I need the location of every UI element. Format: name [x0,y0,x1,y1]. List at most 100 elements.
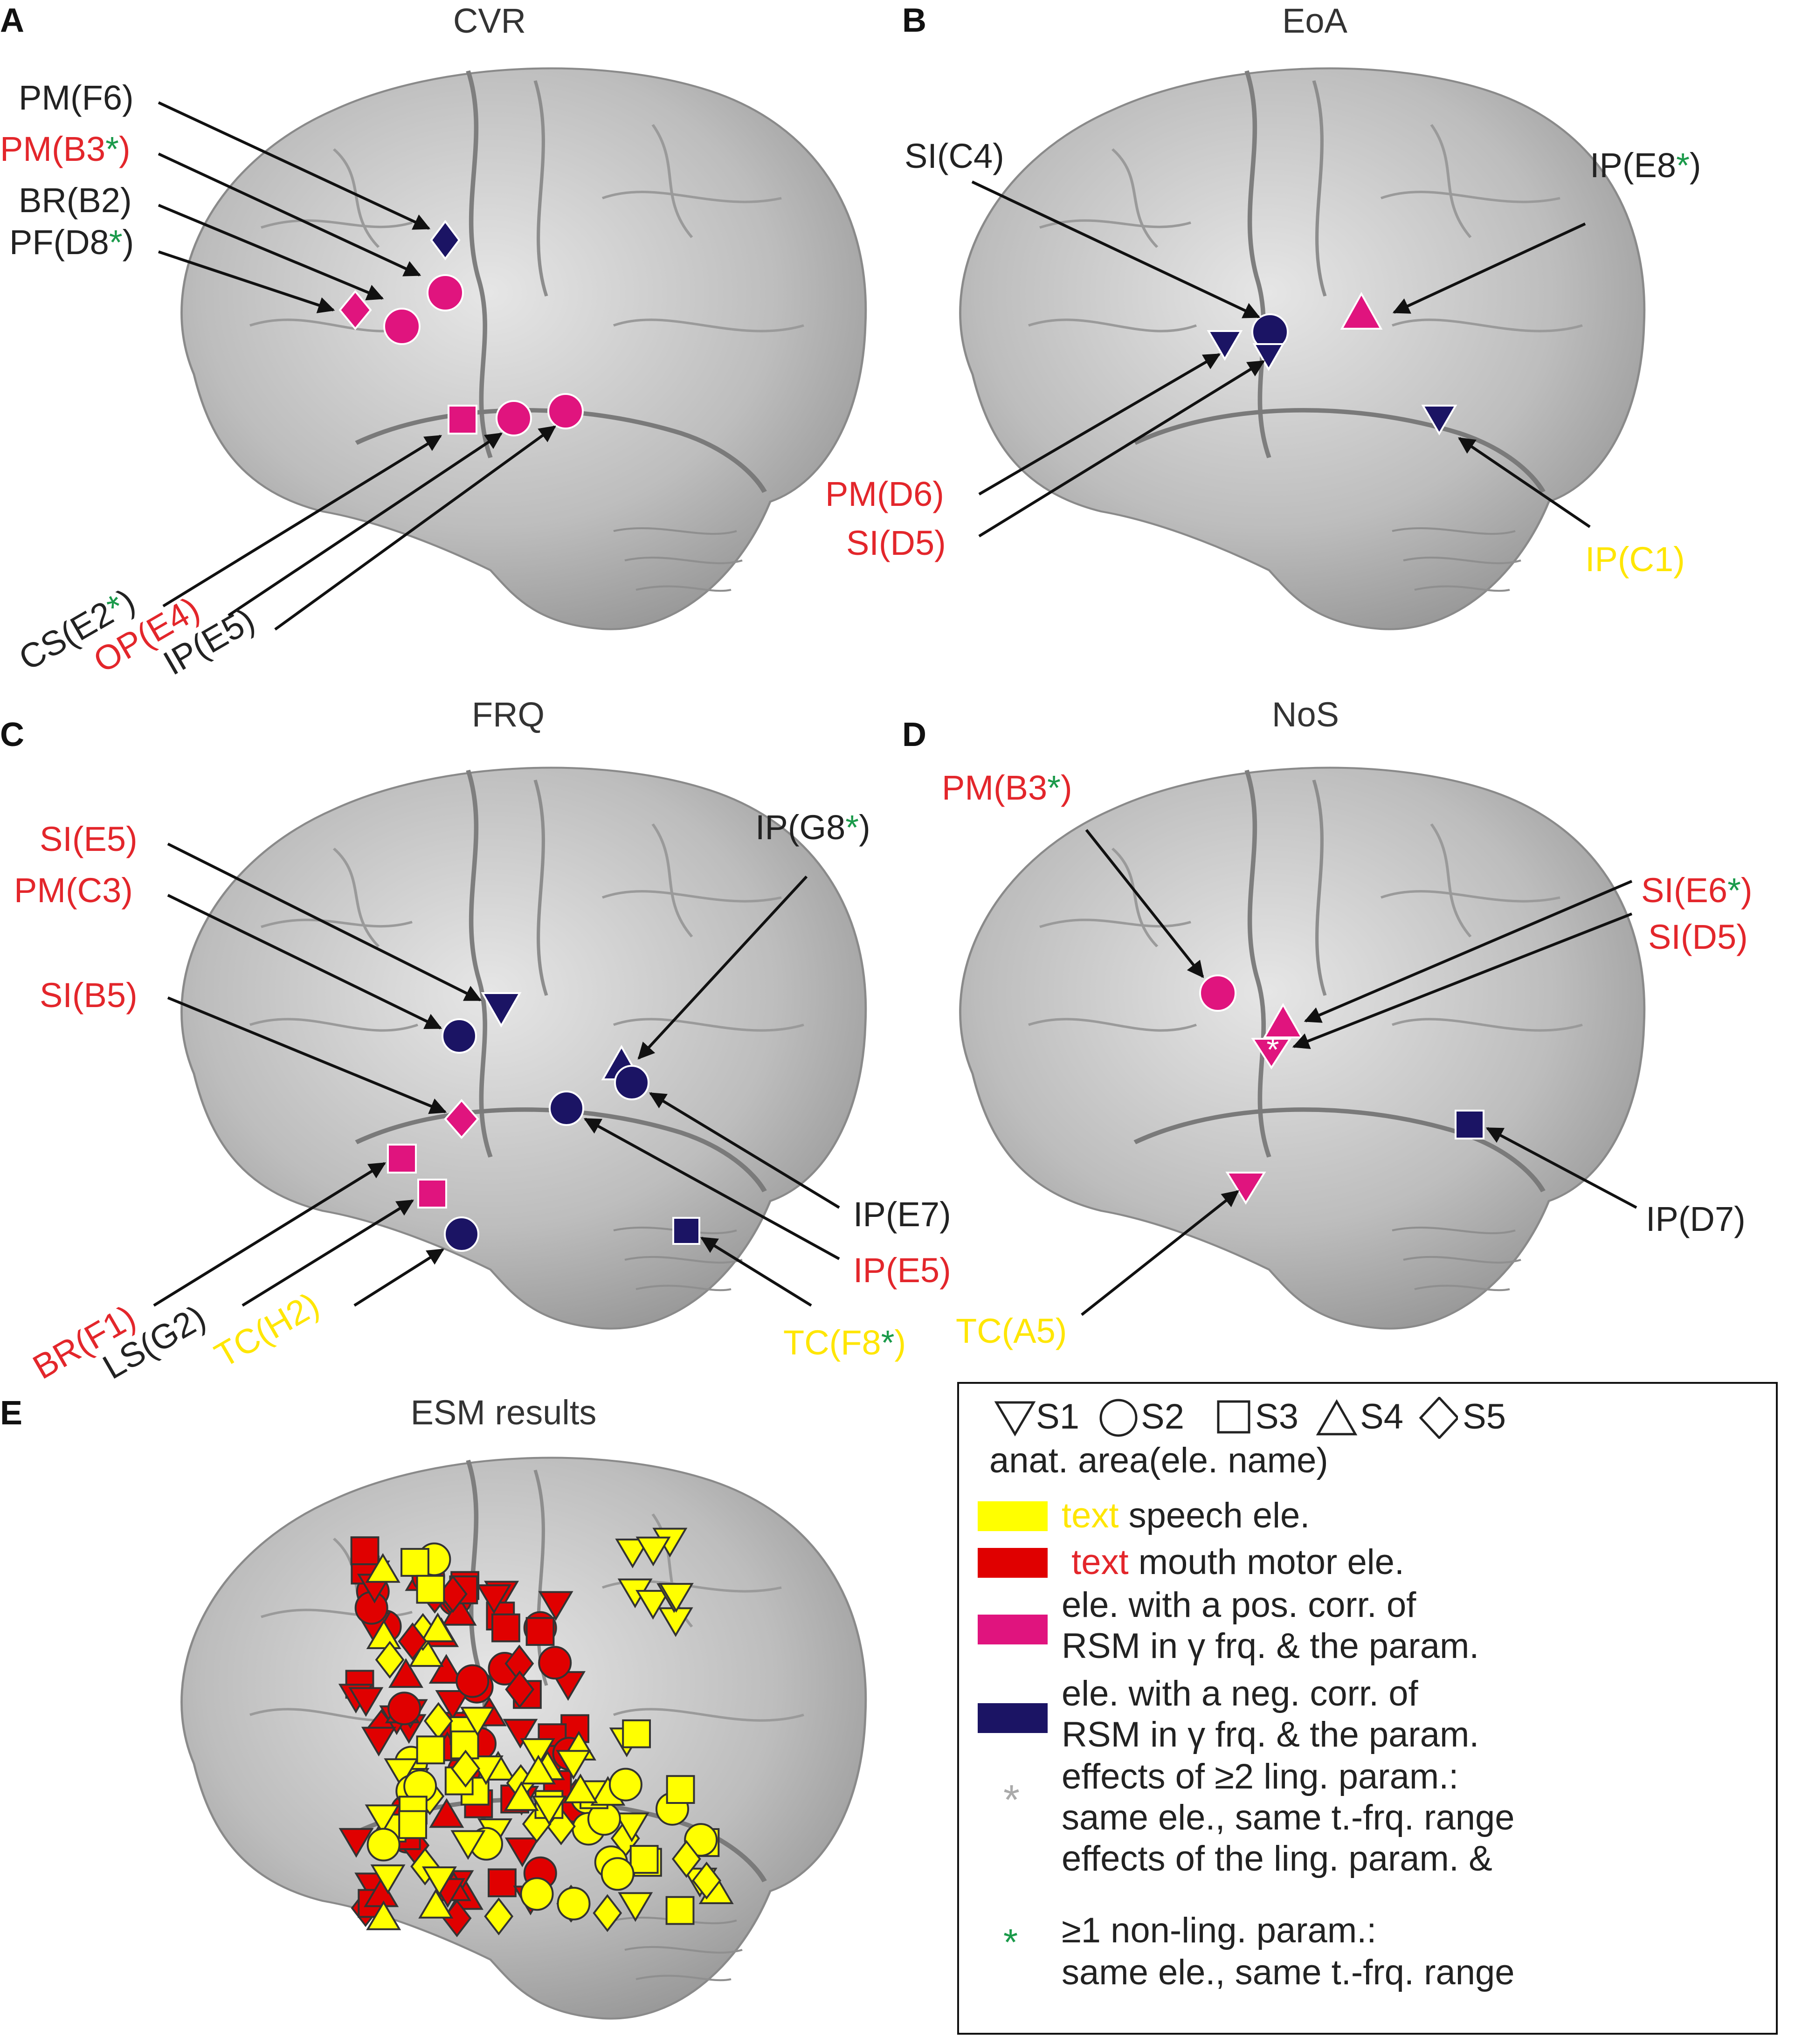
label: PF(D8*) [9,223,134,262]
arrow [167,894,442,1029]
circle-icon [1099,1399,1138,1437]
arrow [1292,912,1633,1049]
arrow [649,1092,840,1209]
esm-marker [387,1692,421,1726]
esm-marker [525,1617,555,1646]
brain-image-A [182,69,866,629]
diamond-icon [1419,1397,1458,1439]
arrow [158,204,384,301]
brain-image-B [960,69,1644,629]
label: IP(E8*) [1590,146,1701,185]
esm-marker [618,1892,653,1922]
label: IP(C1) [1585,540,1685,579]
esm-markers [338,1527,734,1937]
esm-marker [538,1646,572,1680]
esm-marker [488,1868,517,1898]
marker-diamond-neg [430,220,461,261]
esm-marker [684,1823,718,1857]
panel-title-A: CVR [453,1,526,40]
esm-marker [557,1886,591,1920]
esm-marker [460,1706,495,1737]
esm-marker [503,1719,538,1749]
esm-marker [416,1735,445,1765]
esm-marker [384,1758,419,1788]
esm-marker [365,1804,400,1835]
label: BR(B2) [19,181,132,220]
speech-swatch [978,1501,1048,1531]
triangle-up-icon [1316,1399,1358,1436]
marker-circle-pos [383,308,421,345]
esm-marker [476,1584,512,1614]
subject-label-S4: S4 [1360,1397,1403,1436]
esm-marker [348,1687,384,1717]
esm-marker [388,1658,424,1688]
esm-marker [450,1730,479,1760]
panel-title-B: EoA [1282,1,1348,40]
marker-circle-neg [444,1216,479,1252]
label: PM(F6) [19,78,134,117]
legend-motor: text mouth motor ele. [1062,1542,1404,1582]
marker-diamond-pos [338,290,372,331]
esm-marker [366,1900,401,1930]
marker-tri-up-pos [1263,1002,1304,1038]
label: IP(E5) [853,1251,951,1290]
esm-marker [435,1690,470,1720]
multi-param-icon: * [1003,1777,1020,1823]
square-icon [1217,1400,1250,1434]
esm-marker [601,1857,635,1891]
panel-D-labels: PM(B3*) SI(E6*) SI(D5) IP(D7) TC(A5) [942,768,1753,1350]
arrow [1304,880,1633,1023]
esm-marker [520,1738,555,1768]
esm-marker [338,1828,374,1858]
arrow [978,360,1265,538]
marker-tri-down-neg [481,992,522,1028]
arrow [153,1162,387,1307]
panel-B-header: B EoA [902,1,1348,40]
label: SI(E6*) [1641,871,1753,910]
panel-C-header: C FRQ [0,695,545,753]
marker-square-neg [672,1217,700,1245]
panel-title-E: ESM results [411,1393,597,1432]
esm-marker [400,1548,429,1577]
marker-square-neg [1455,1110,1484,1139]
esm-marker [614,1812,649,1843]
esm-marker [375,1641,405,1679]
esm-marker [629,1845,659,1874]
panel-B-labels: SI(C4) IP(E8*) PM(D6) SI(D5) IP(C1) [825,137,1701,579]
legend-nonling-3: same ele., same t.-frq. range [1062,1953,1515,1992]
esm-marker [491,1613,520,1643]
legend-format: anat. area(ele. name) [989,1441,1328,1480]
marker-square-pos [387,1144,417,1174]
legend-speech: text speech ele. [1062,1496,1310,1536]
panel-title-D: NoS [1272,695,1339,734]
esm-marker [671,1840,701,1878]
subject-label-S1: S1 [1036,1397,1079,1436]
esm-marker [504,1781,539,1811]
arrow [1085,829,1204,978]
esm-marker [615,1539,650,1568]
label: SI(B5) [40,976,138,1015]
subject-label-S2: S2 [1141,1397,1184,1436]
esm-marker [450,1830,486,1860]
marker-tri-up-pos [1340,291,1383,330]
esm-marker [692,1861,721,1900]
marker-circle-neg [442,1018,477,1054]
esm-marker [532,1795,567,1826]
esm-marker [428,1654,464,1684]
arrow [1458,437,1591,528]
marker-diamond-pos [444,1098,479,1139]
esm-marker [420,1612,456,1643]
label: PM(D6) [825,475,944,513]
brain-image-C [182,768,866,1329]
esm-marker [366,1619,401,1650]
esm-marker [521,1754,556,1785]
panel-C-arrows [153,842,840,1307]
label: TC(H2) [208,1285,326,1375]
marker-circle-pos [1199,974,1236,1012]
marker-tri-down-pos [1225,1172,1266,1205]
panel-C-markers [387,992,700,1252]
label: IP(G8*) [755,808,870,847]
label: SI(D5) [1648,918,1748,956]
panel-title-C: FRQ [472,695,545,734]
